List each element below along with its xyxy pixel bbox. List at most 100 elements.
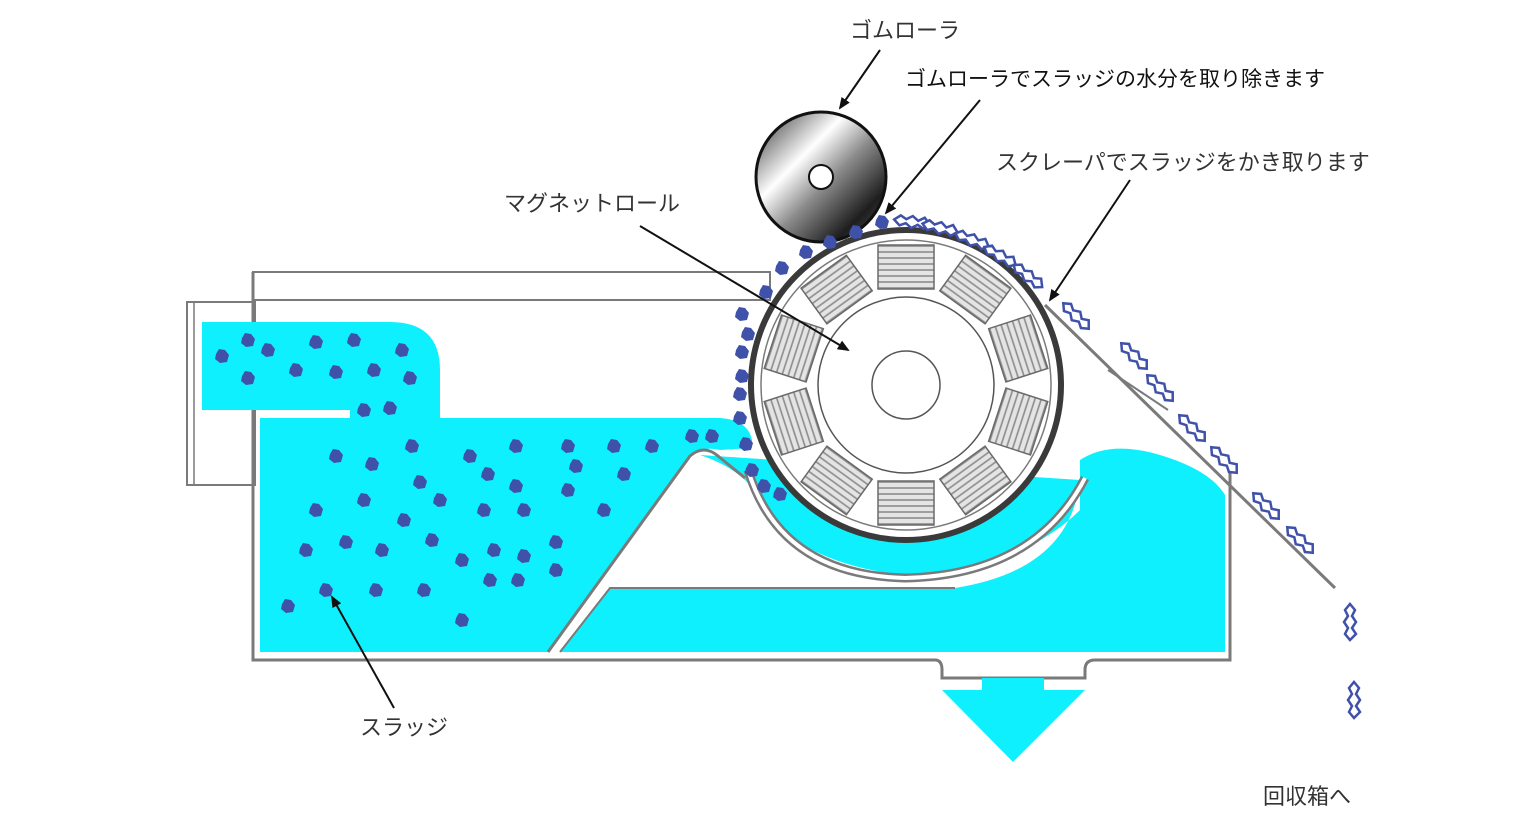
magnet-block — [877, 244, 935, 290]
sludge-particle — [339, 535, 353, 549]
magnet-block — [763, 387, 825, 456]
sludge-particle — [405, 439, 419, 453]
sludge-particle — [319, 583, 333, 597]
sludge-particle — [395, 343, 409, 357]
sludge-particle — [569, 459, 583, 473]
sludge-particle — [329, 365, 343, 379]
sludge-particle — [309, 503, 323, 517]
sludge-particle — [397, 513, 411, 527]
sludge-cake — [1251, 491, 1280, 521]
sludge-particle — [759, 285, 773, 299]
label-magnet-roll: マグネットロール — [504, 192, 680, 217]
sludge-particle — [733, 411, 747, 425]
sludge-particle — [757, 479, 771, 493]
magnet-block — [987, 314, 1049, 383]
sludge-particle — [289, 363, 303, 377]
sludge-particles — [215, 213, 1362, 720]
sludge-particle — [549, 563, 563, 577]
sludge-particle — [509, 439, 523, 453]
sludge-particle — [849, 225, 863, 239]
sludge-particle — [299, 543, 313, 557]
sludge-particle — [329, 449, 343, 463]
sludge-particle — [875, 215, 889, 229]
sludge-particle — [369, 583, 383, 597]
magnet-block — [800, 445, 874, 516]
sludge-particle — [509, 479, 523, 493]
sludge-particle — [375, 543, 389, 557]
sludge-particle — [773, 487, 787, 501]
sludge-particle — [617, 467, 631, 481]
label-rubber-roller: ゴムローラ — [850, 19, 960, 44]
sludge-particle — [365, 457, 379, 471]
sludge-particle — [413, 475, 427, 489]
magnet-block — [938, 254, 1012, 325]
sludge-particle — [383, 401, 397, 415]
magnet-block — [938, 445, 1012, 516]
magnet-block — [877, 480, 935, 526]
sludge-particle — [261, 343, 275, 357]
sludge-particle — [733, 387, 747, 401]
inlet-liquid — [202, 322, 440, 418]
sludge-particle — [463, 449, 477, 463]
label-to-collection-box: 回収箱へ — [1263, 785, 1351, 810]
sludge-particle — [645, 439, 659, 453]
sludge-cake — [1119, 341, 1148, 371]
sludge-particle — [241, 371, 255, 385]
label-sludge: スラッジ — [360, 716, 448, 741]
sludge-particle — [517, 503, 531, 517]
sludge-particle — [799, 245, 813, 259]
sludge-cake — [1285, 525, 1314, 555]
magnet-block — [987, 387, 1049, 456]
sludge-cake — [1342, 602, 1358, 642]
sludge-particle — [433, 493, 447, 507]
sludge-particle — [367, 363, 381, 377]
sludge-particle — [735, 369, 749, 383]
sludge-particle — [561, 439, 575, 453]
sludge-particle — [477, 503, 491, 517]
sludge-cake — [1145, 373, 1174, 403]
magnet-roll — [748, 227, 1064, 543]
sludge-cake — [1209, 445, 1238, 475]
sludge-particle — [481, 467, 495, 481]
sludge-particle — [607, 439, 621, 453]
sludge-particle — [739, 437, 753, 451]
sludge-particle — [347, 333, 361, 347]
sludge-particle — [357, 493, 371, 507]
sludge-particle — [745, 463, 759, 477]
sludge-particle — [741, 327, 755, 341]
sludge-particle — [597, 503, 611, 517]
sludge-particle — [517, 549, 531, 563]
sludge-cake — [1346, 680, 1362, 720]
sludge-cake — [1177, 413, 1206, 443]
sludge-particle — [417, 583, 431, 597]
sludge-particle — [549, 535, 563, 549]
sludge-particle — [241, 333, 255, 347]
rubber-roller — [754, 110, 888, 244]
sludge-cake — [1012, 263, 1044, 289]
sludge-particle — [487, 543, 501, 557]
sludge-particle — [455, 613, 469, 627]
sludge-particle — [403, 371, 417, 385]
sludge-particle — [705, 429, 719, 443]
outlet-arrow — [942, 690, 1085, 762]
sludge-particle — [511, 573, 525, 587]
sludge-particle — [281, 599, 295, 613]
sludge-cake — [1061, 301, 1090, 331]
outlet-liquid — [560, 448, 1225, 652]
sludge-particle — [735, 345, 749, 359]
sludge-particle — [823, 235, 837, 249]
scraper-plate — [1043, 303, 1337, 590]
sludge-particle — [455, 553, 469, 567]
sludge-particle — [425, 533, 439, 547]
label-scraper-note: スクレーパでスラッジをかき取ります — [996, 151, 1370, 176]
magnet-block — [800, 254, 874, 325]
sludge-particle — [215, 349, 229, 363]
sludge-particle — [775, 261, 789, 275]
sludge-particle — [483, 573, 497, 587]
sludge-particle — [561, 483, 575, 497]
sludge-particle — [735, 307, 749, 321]
sludge-particle — [309, 335, 323, 349]
sludge-particle — [357, 403, 371, 417]
